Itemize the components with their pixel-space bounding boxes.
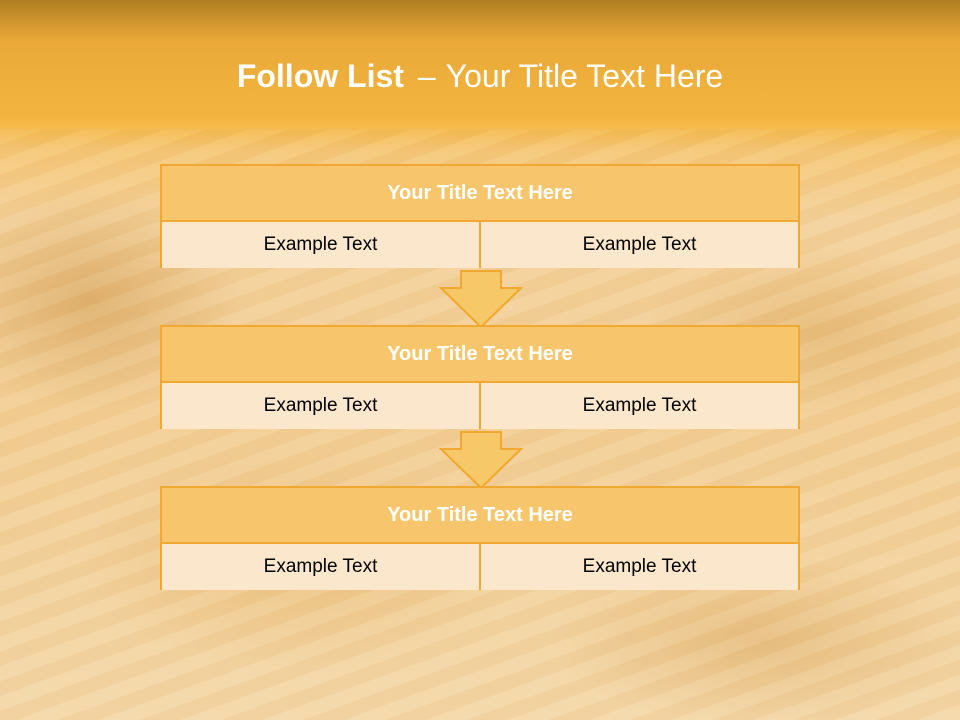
step-cell-left: Example Text xyxy=(162,544,479,590)
step-cell-right: Example Text xyxy=(479,222,798,268)
step-heading: Your Title Text Here xyxy=(162,166,798,222)
down-arrow-1 xyxy=(439,270,523,328)
step-block-1: Your Title Text Here Example Text Exampl… xyxy=(160,164,800,268)
step-row: Example Text Example Text xyxy=(162,383,798,429)
down-arrow-2 xyxy=(439,431,523,489)
step-cell-right: Example Text xyxy=(479,544,798,590)
step-heading: Your Title Text Here xyxy=(162,327,798,383)
step-block-2: Your Title Text Here Example Text Exampl… xyxy=(160,325,800,429)
step-row: Example Text Example Text xyxy=(162,222,798,268)
title-rest: Your Title Text Here xyxy=(445,57,724,94)
step-row: Example Text Example Text xyxy=(162,544,798,590)
step-cell-left: Example Text xyxy=(162,222,479,268)
step-cell-right: Example Text xyxy=(479,383,798,429)
step-block-3: Your Title Text Here Example Text Exampl… xyxy=(160,486,800,590)
title-bold: Follow List xyxy=(236,57,404,94)
title-separator: – xyxy=(417,57,436,94)
step-cell-left: Example Text xyxy=(162,383,479,429)
step-heading: Your Title Text Here xyxy=(162,488,798,544)
slide-title: Follow List – Your Title Text Here xyxy=(0,52,960,100)
